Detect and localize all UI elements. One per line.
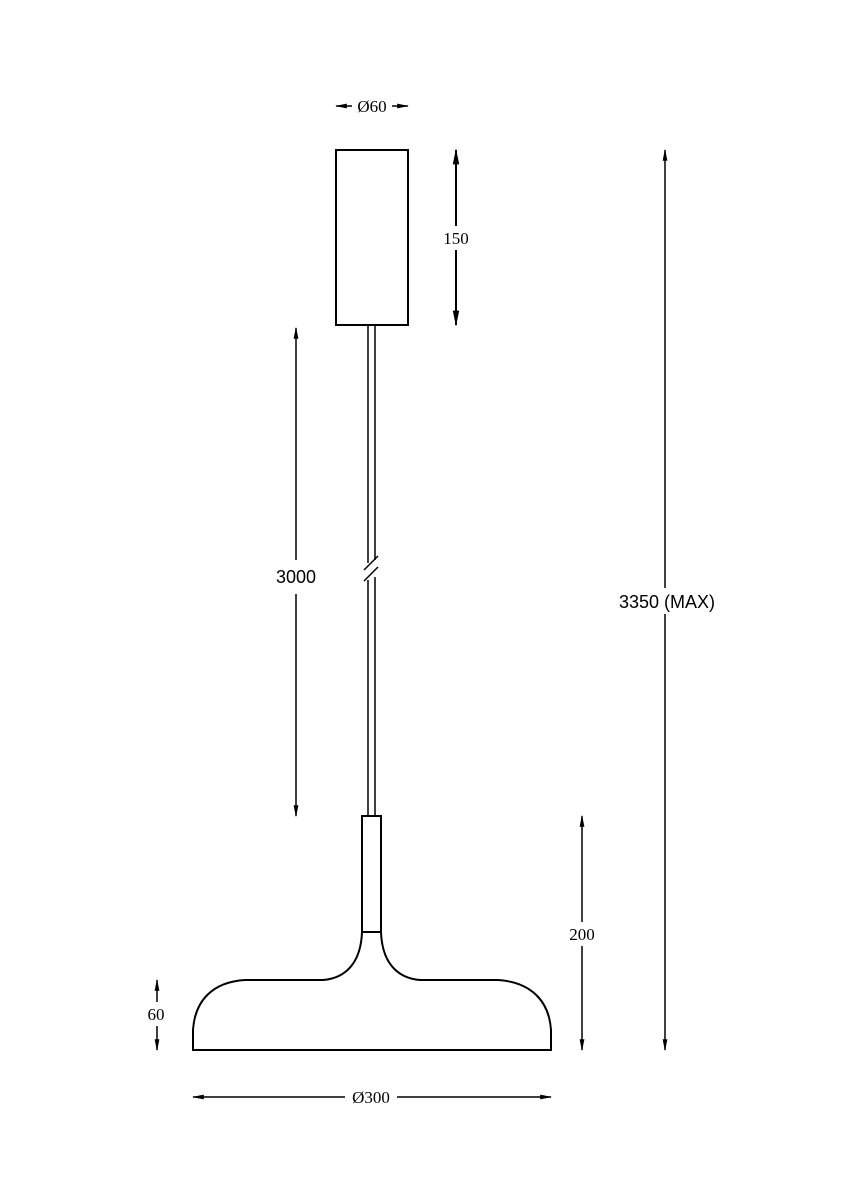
shade-diameter-label: Ø300 [352, 1088, 390, 1107]
shade-height-label: 60 [148, 1005, 165, 1024]
canopy-diameter-label: Ø60 [357, 97, 386, 116]
suspension-cable [363, 325, 379, 816]
cable-break-mark [363, 555, 379, 571]
shade-neck-tube [361, 815, 382, 933]
canopy-height-label: 150 [443, 229, 469, 248]
cable-length-label: 3000 [276, 567, 316, 587]
total-height-label: 3350 (MAX) [619, 592, 715, 612]
assembly-height-label: 200 [569, 925, 595, 944]
ceiling-canopy [335, 149, 409, 326]
lamp-shade [192, 931, 552, 1051]
